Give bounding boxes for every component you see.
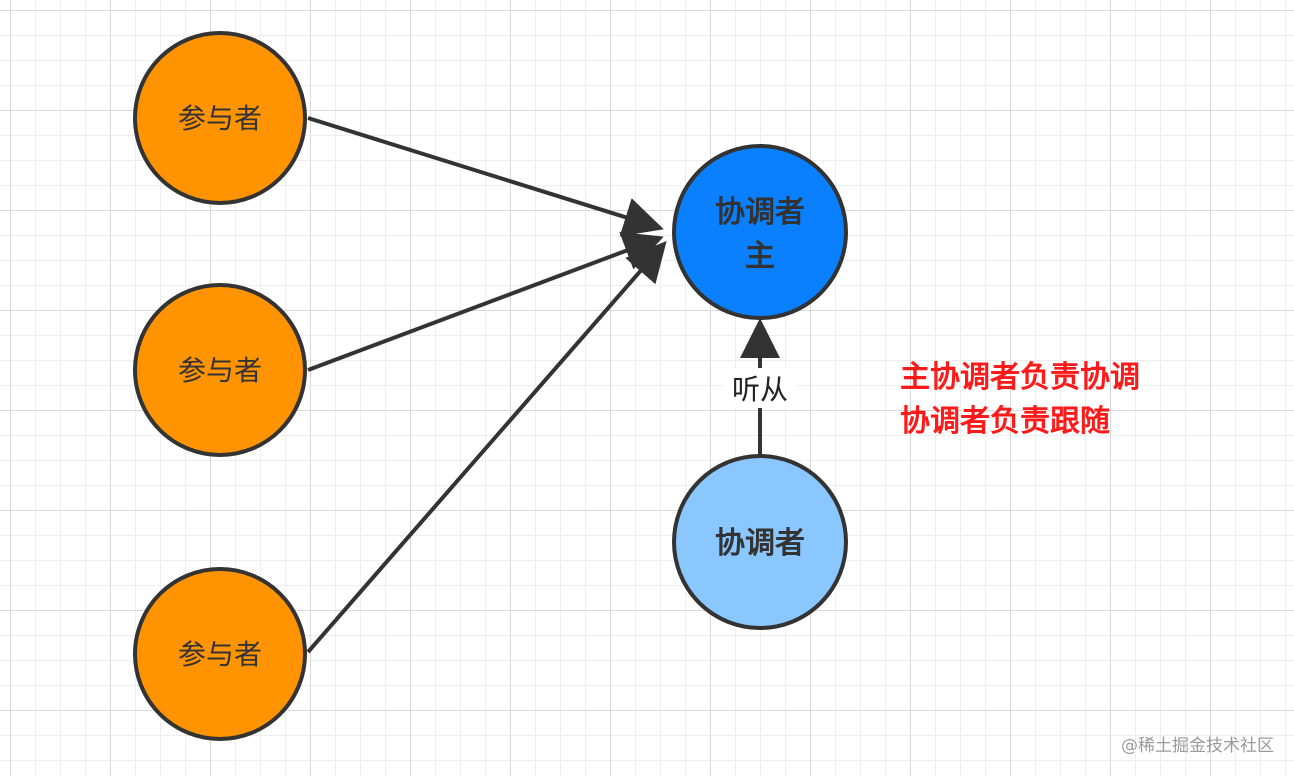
edge-participant-1-to-primary (307, 116, 664, 237)
follow-label-background (724, 368, 796, 408)
participant-label-1: 参与者 (178, 102, 262, 135)
participant-node-2: 参与者 (133, 283, 307, 457)
edge-participant-2-to-primary (307, 231, 664, 372)
role-note: 主协调者负责协调 协调者负责跟随 (900, 356, 1140, 444)
primary-coordinator-node: 协调者 主 (672, 144, 848, 320)
edge-participant-3-to-primary (306, 240, 667, 654)
role-note-line-2: 协调者负责跟随 (900, 404, 1110, 439)
secondary-coordinator-label: 协调者 (715, 526, 805, 561)
participant-label-3: 参与者 (178, 638, 262, 671)
participant-node-1: 参与者 (133, 31, 307, 205)
role-note-line-1: 主协调者负责协调 (900, 360, 1140, 395)
primary-coordinator-label-line2: 主 (745, 239, 775, 274)
participant-node-3: 参与者 (133, 567, 307, 741)
secondary-coordinator-node: 协调者 (672, 454, 848, 630)
primary-coordinator-label-line1: 协调者 (715, 195, 805, 230)
follow-label: 听从 (732, 373, 788, 406)
participant-label-2: 参与者 (178, 354, 262, 387)
watermark: @稀土掘金技术社区 (1121, 736, 1274, 756)
